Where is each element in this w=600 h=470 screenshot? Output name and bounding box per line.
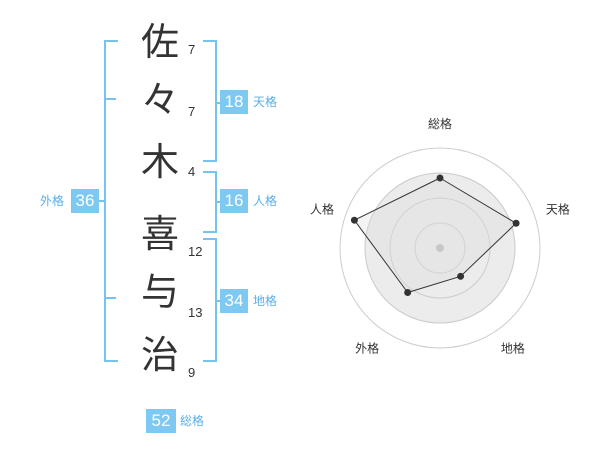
radar-point bbox=[436, 174, 444, 182]
name-char-1: 佐 bbox=[140, 20, 179, 64]
radar-point bbox=[404, 288, 412, 296]
gaikaku-value: 36 bbox=[71, 189, 99, 213]
bracket-connector bbox=[98, 200, 104, 202]
bracket-connector bbox=[215, 300, 220, 302]
name-char-3: 木 bbox=[140, 140, 179, 184]
stroke-count-5: 13 bbox=[188, 305, 203, 320]
tenkaku-bracket bbox=[203, 40, 217, 162]
soukaku-label: 総格 bbox=[180, 414, 205, 428]
radar-axis-label: 総格 bbox=[428, 116, 452, 131]
radar-point bbox=[457, 272, 465, 280]
bracket-connector bbox=[215, 201, 220, 203]
tenkaku-value: 18 bbox=[220, 90, 248, 114]
tenkaku-label: 天格 bbox=[253, 95, 278, 109]
radar-point bbox=[350, 216, 358, 224]
radar-ring bbox=[339, 147, 541, 349]
chikaku-value: 34 bbox=[220, 289, 248, 313]
bracket-tick bbox=[104, 297, 116, 299]
name-char-6: 治 bbox=[140, 333, 179, 377]
name-char-5: 与 bbox=[140, 270, 179, 314]
chikaku-label: 地格 bbox=[253, 294, 278, 308]
stroke-count-4: 12 bbox=[188, 244, 203, 259]
jinkaku-value: 16 bbox=[220, 189, 248, 213]
stroke-count-3: 4 bbox=[188, 164, 196, 179]
radar-point bbox=[512, 219, 520, 227]
radar-axis-label: 天格 bbox=[546, 202, 570, 217]
stroke-count-2: 7 bbox=[188, 104, 196, 119]
radar-ring bbox=[414, 222, 466, 274]
bracket-tick bbox=[104, 98, 116, 100]
jinkaku-label: 人格 bbox=[253, 194, 278, 208]
bracket-connector bbox=[215, 102, 220, 104]
name-char-4: 喜 bbox=[140, 212, 179, 256]
name-char-2: 々 bbox=[140, 78, 179, 122]
stroke-count-1: 7 bbox=[188, 42, 196, 57]
gaikaku-bracket bbox=[104, 40, 118, 362]
soukaku-value: 52 bbox=[146, 409, 176, 433]
radar-axis-label: 外格 bbox=[355, 340, 379, 355]
radar-axis-label: 人格 bbox=[310, 202, 334, 217]
radar-shape bbox=[353, 177, 517, 294]
gaikaku-label: 外格 bbox=[40, 194, 65, 208]
stroke-count-6: 9 bbox=[188, 365, 196, 380]
radar-axis-label: 地格 bbox=[501, 340, 525, 355]
radar-center-dot bbox=[436, 244, 444, 252]
